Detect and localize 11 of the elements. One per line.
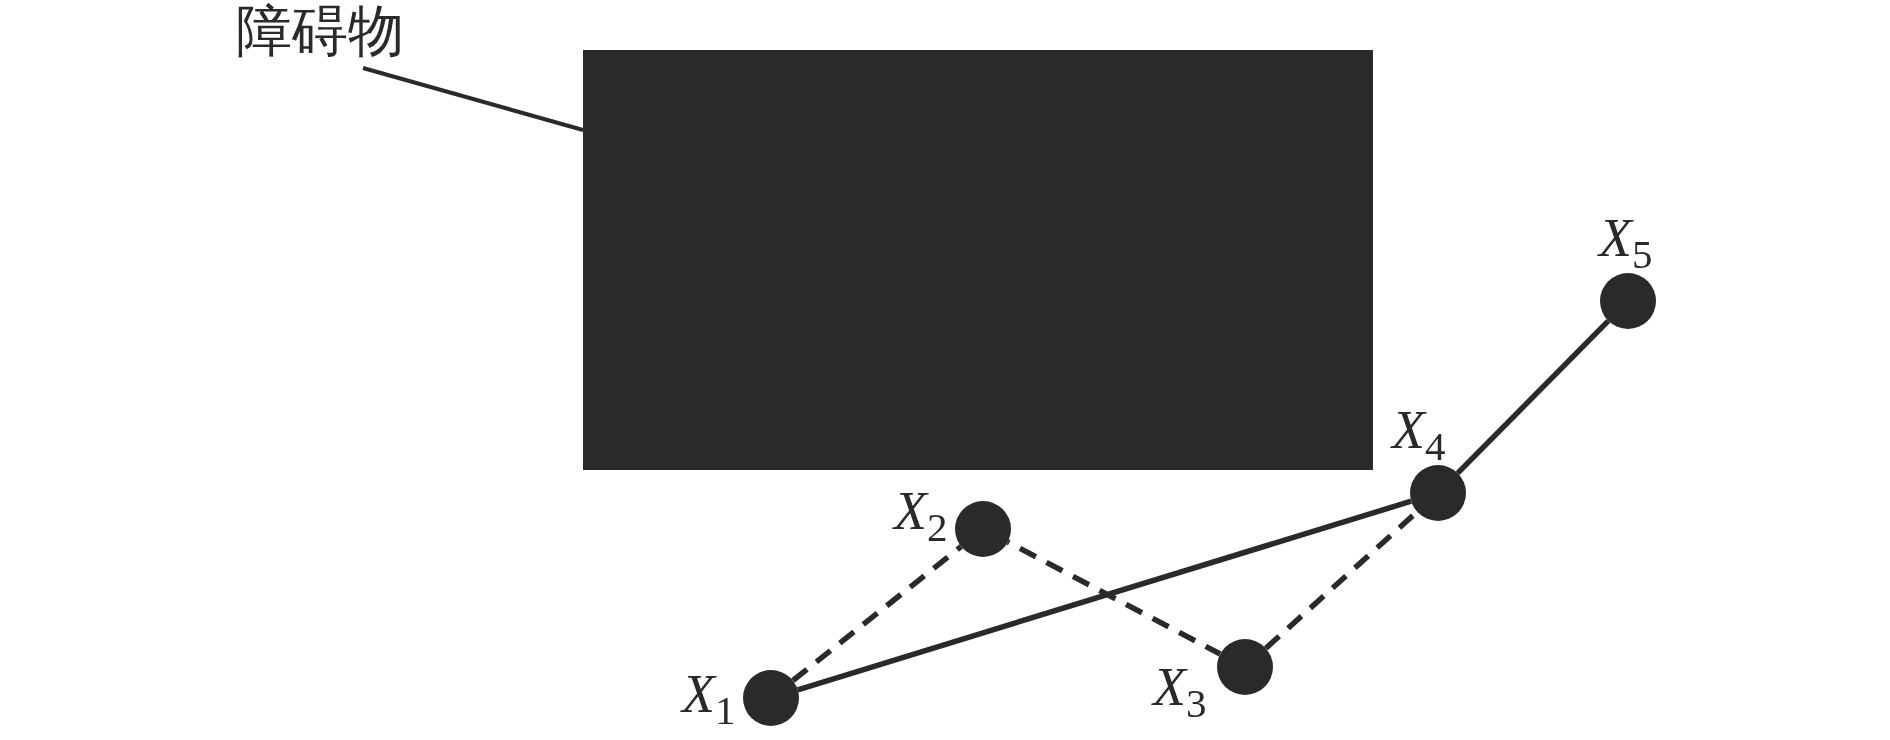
waypoint-dot: [1410, 465, 1466, 521]
waypoint-dot: [955, 501, 1011, 557]
obstacle-block: [583, 50, 1373, 470]
route-line: [1455, 318, 1611, 476]
waypoint-dot: [1217, 639, 1273, 695]
waypoint-dot: [1600, 273, 1656, 329]
callout-label: 障碍物: [230, 0, 410, 68]
dashed-line: [791, 544, 963, 683]
route-line: [797, 498, 1412, 693]
leader-line: [362, 66, 584, 132]
waypoint-dot: [743, 670, 799, 726]
